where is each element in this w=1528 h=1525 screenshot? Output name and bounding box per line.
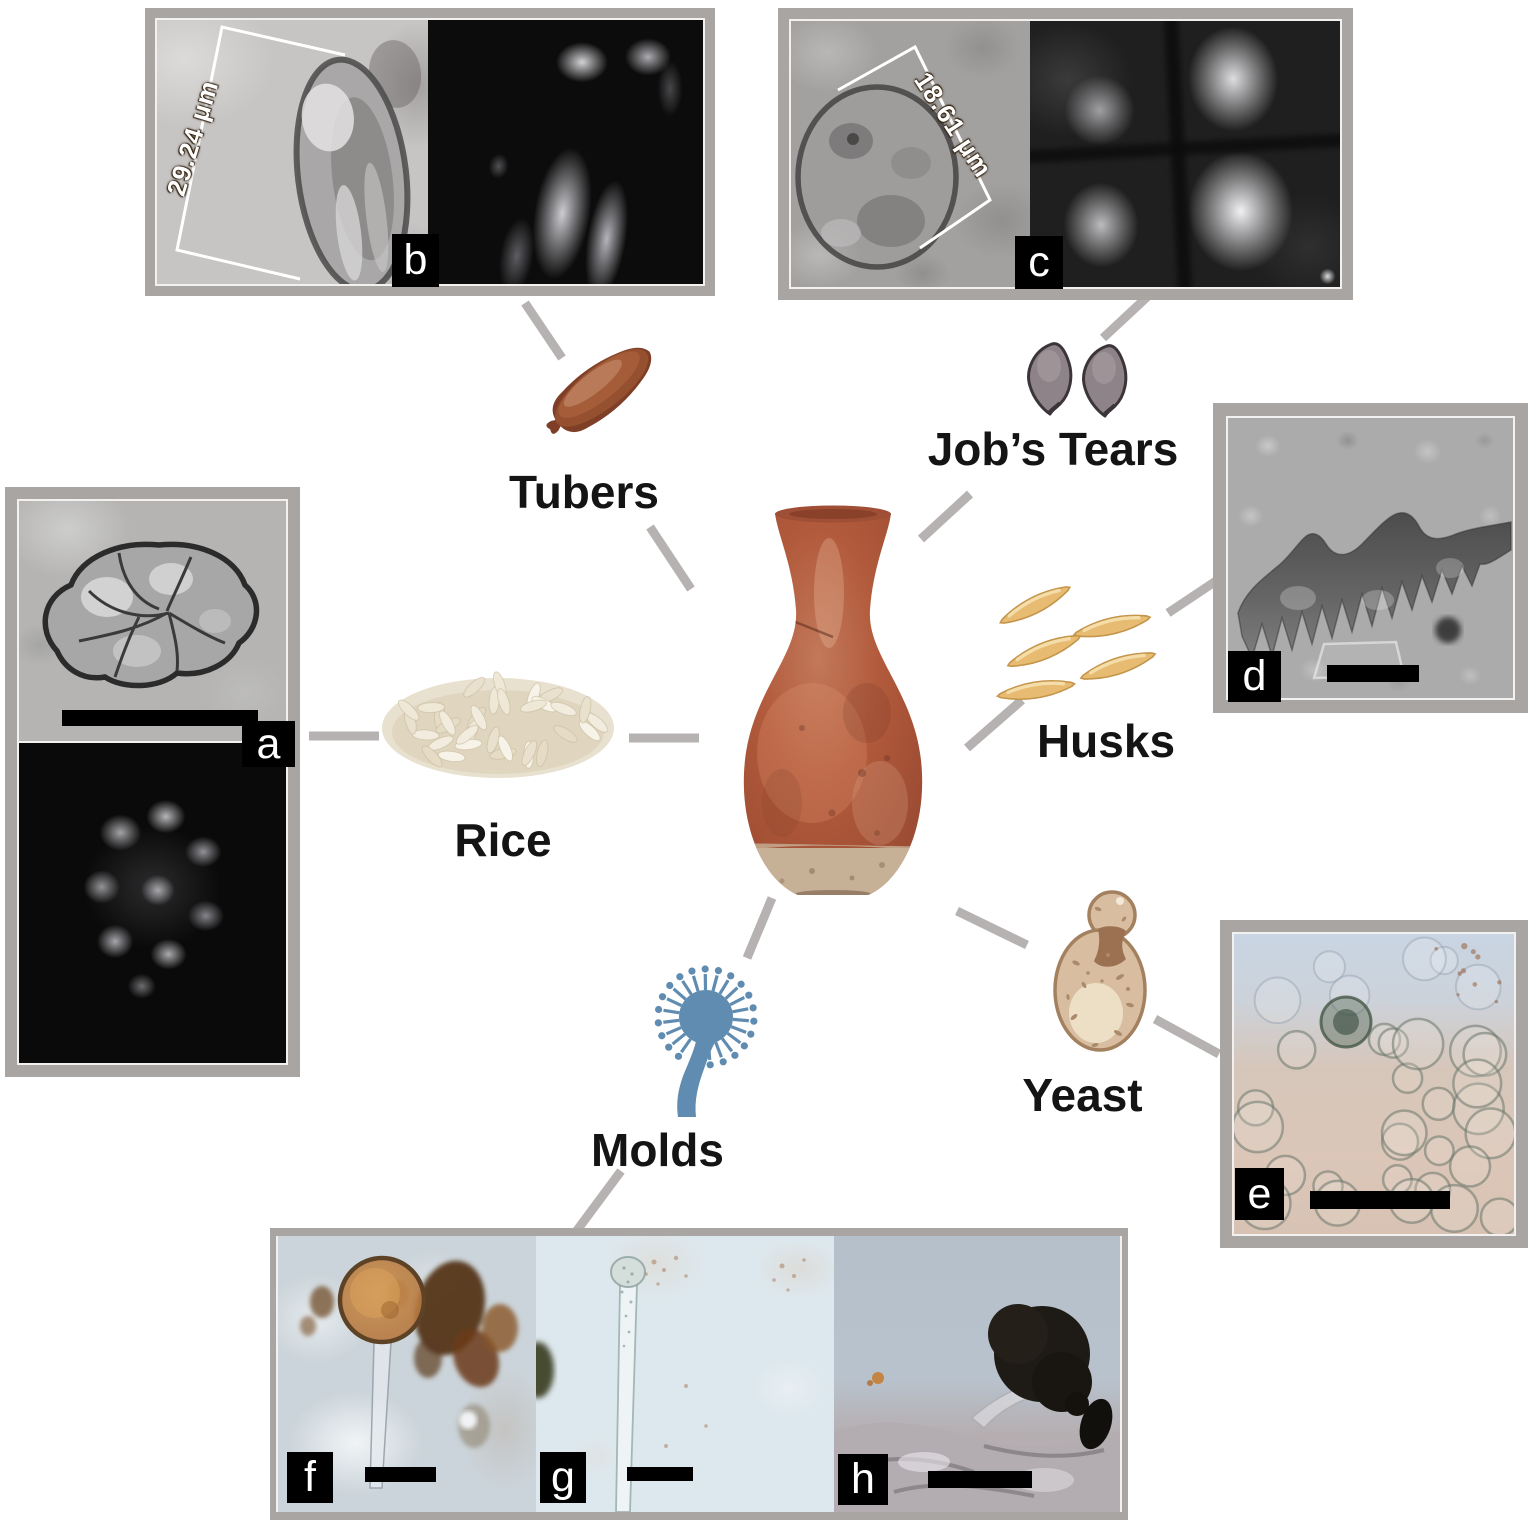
category-label-tubers: Tubers bbox=[509, 466, 659, 518]
panel-a-label: a bbox=[242, 721, 295, 767]
panel-a bbox=[5, 487, 300, 1077]
birefringence-streaks bbox=[428, 20, 703, 284]
panel-e bbox=[1220, 920, 1528, 1248]
rice-icon bbox=[382, 671, 614, 778]
micrograph-e-yeast-cells bbox=[1234, 934, 1514, 1234]
scale-bar-e bbox=[1310, 1191, 1450, 1209]
micrograph-a-brightfield bbox=[19, 501, 286, 741]
starch-granule-a bbox=[42, 541, 260, 689]
panel-f-label: f bbox=[287, 1452, 333, 1503]
category-label-husks: Husks bbox=[1036, 715, 1176, 767]
mold-spore-h bbox=[834, 1304, 1120, 1512]
panel-b-label: b bbox=[392, 234, 439, 287]
yeast-icon bbox=[1053, 890, 1147, 1052]
panel-d-label: d bbox=[1228, 651, 1281, 702]
husks-icon bbox=[994, 578, 1160, 706]
mold-sporangium-f bbox=[300, 1255, 518, 1489]
micrograph-c-polarized bbox=[1030, 21, 1340, 287]
tuber-icon bbox=[546, 347, 652, 434]
phytolith-shape bbox=[1237, 512, 1512, 680]
scale-bar-f bbox=[365, 1467, 436, 1482]
micrograph-b-brightfield: 29.24 μm bbox=[157, 20, 428, 284]
micrograph-c-brightfield: 18.61 μm bbox=[791, 21, 1030, 287]
scale-bar-d bbox=[1327, 665, 1419, 682]
pottery-vessel bbox=[743, 505, 923, 895]
panel-c: 18.61 μm bbox=[778, 8, 1353, 300]
scale-bar-h bbox=[928, 1471, 1032, 1488]
micrograph-d-husk-phytolith bbox=[1228, 418, 1513, 698]
panel-g-label: g bbox=[540, 1452, 586, 1503]
micrograph-a-polarized bbox=[19, 743, 286, 1063]
mold-stalk-g bbox=[536, 1255, 806, 1512]
category-label-molds: Molds bbox=[591, 1124, 724, 1176]
jobs-tears-icon bbox=[1027, 342, 1128, 418]
panel-h-label: h bbox=[838, 1454, 888, 1505]
starch-granule-c bbox=[795, 44, 992, 270]
category-label-yeast: Yeast bbox=[1022, 1069, 1143, 1121]
mold-icon bbox=[654, 965, 758, 1117]
mold-pins bbox=[654, 965, 758, 1069]
starch-granule-b bbox=[175, 25, 422, 284]
category-label-rice: Rice bbox=[454, 814, 552, 866]
panel-e-label: e bbox=[1235, 1168, 1284, 1220]
panel-c-label: c bbox=[1015, 236, 1063, 289]
scale-bar-g bbox=[627, 1467, 693, 1481]
micrograph-f-mold bbox=[278, 1236, 536, 1512]
micrograph-b-polarized bbox=[428, 20, 703, 284]
rice-grains-layer bbox=[397, 671, 609, 769]
scale-bar-a bbox=[62, 710, 258, 726]
yeast-cells-svg bbox=[1234, 936, 1514, 1234]
extinction-cross bbox=[1030, 21, 1340, 287]
panel-fgh-group bbox=[270, 1228, 1128, 1520]
yeast-speckles bbox=[1066, 906, 1134, 1047]
panel-d bbox=[1213, 403, 1528, 713]
category-label-jobs-tears: Job’s Tears bbox=[927, 423, 1179, 475]
